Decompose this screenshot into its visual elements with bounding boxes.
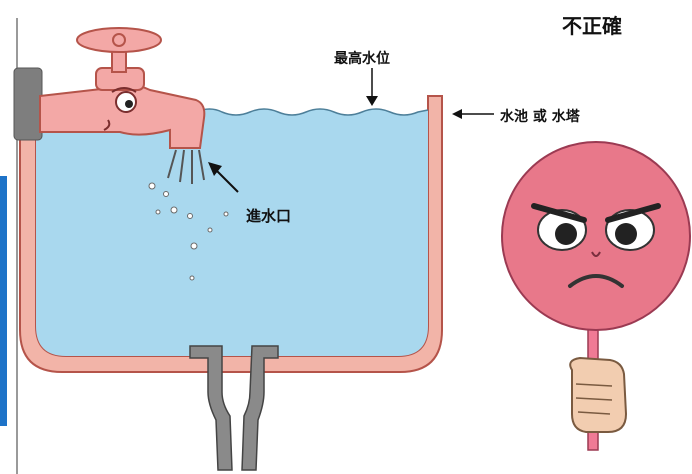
wall-mount bbox=[14, 68, 42, 140]
inlet-label: 進水口 bbox=[246, 205, 291, 226]
water bbox=[36, 109, 428, 356]
verdict-label: 不正確 bbox=[562, 10, 622, 39]
water-tank bbox=[20, 96, 442, 372]
max-level-arrow bbox=[366, 68, 378, 106]
tank-label: 水池 或 水塔 bbox=[500, 106, 580, 126]
hand-icon bbox=[570, 358, 626, 432]
left-edge-bar bbox=[0, 176, 7, 426]
max-water-level-label: 最高水位 bbox=[334, 48, 390, 68]
tank-arrow bbox=[452, 109, 494, 119]
